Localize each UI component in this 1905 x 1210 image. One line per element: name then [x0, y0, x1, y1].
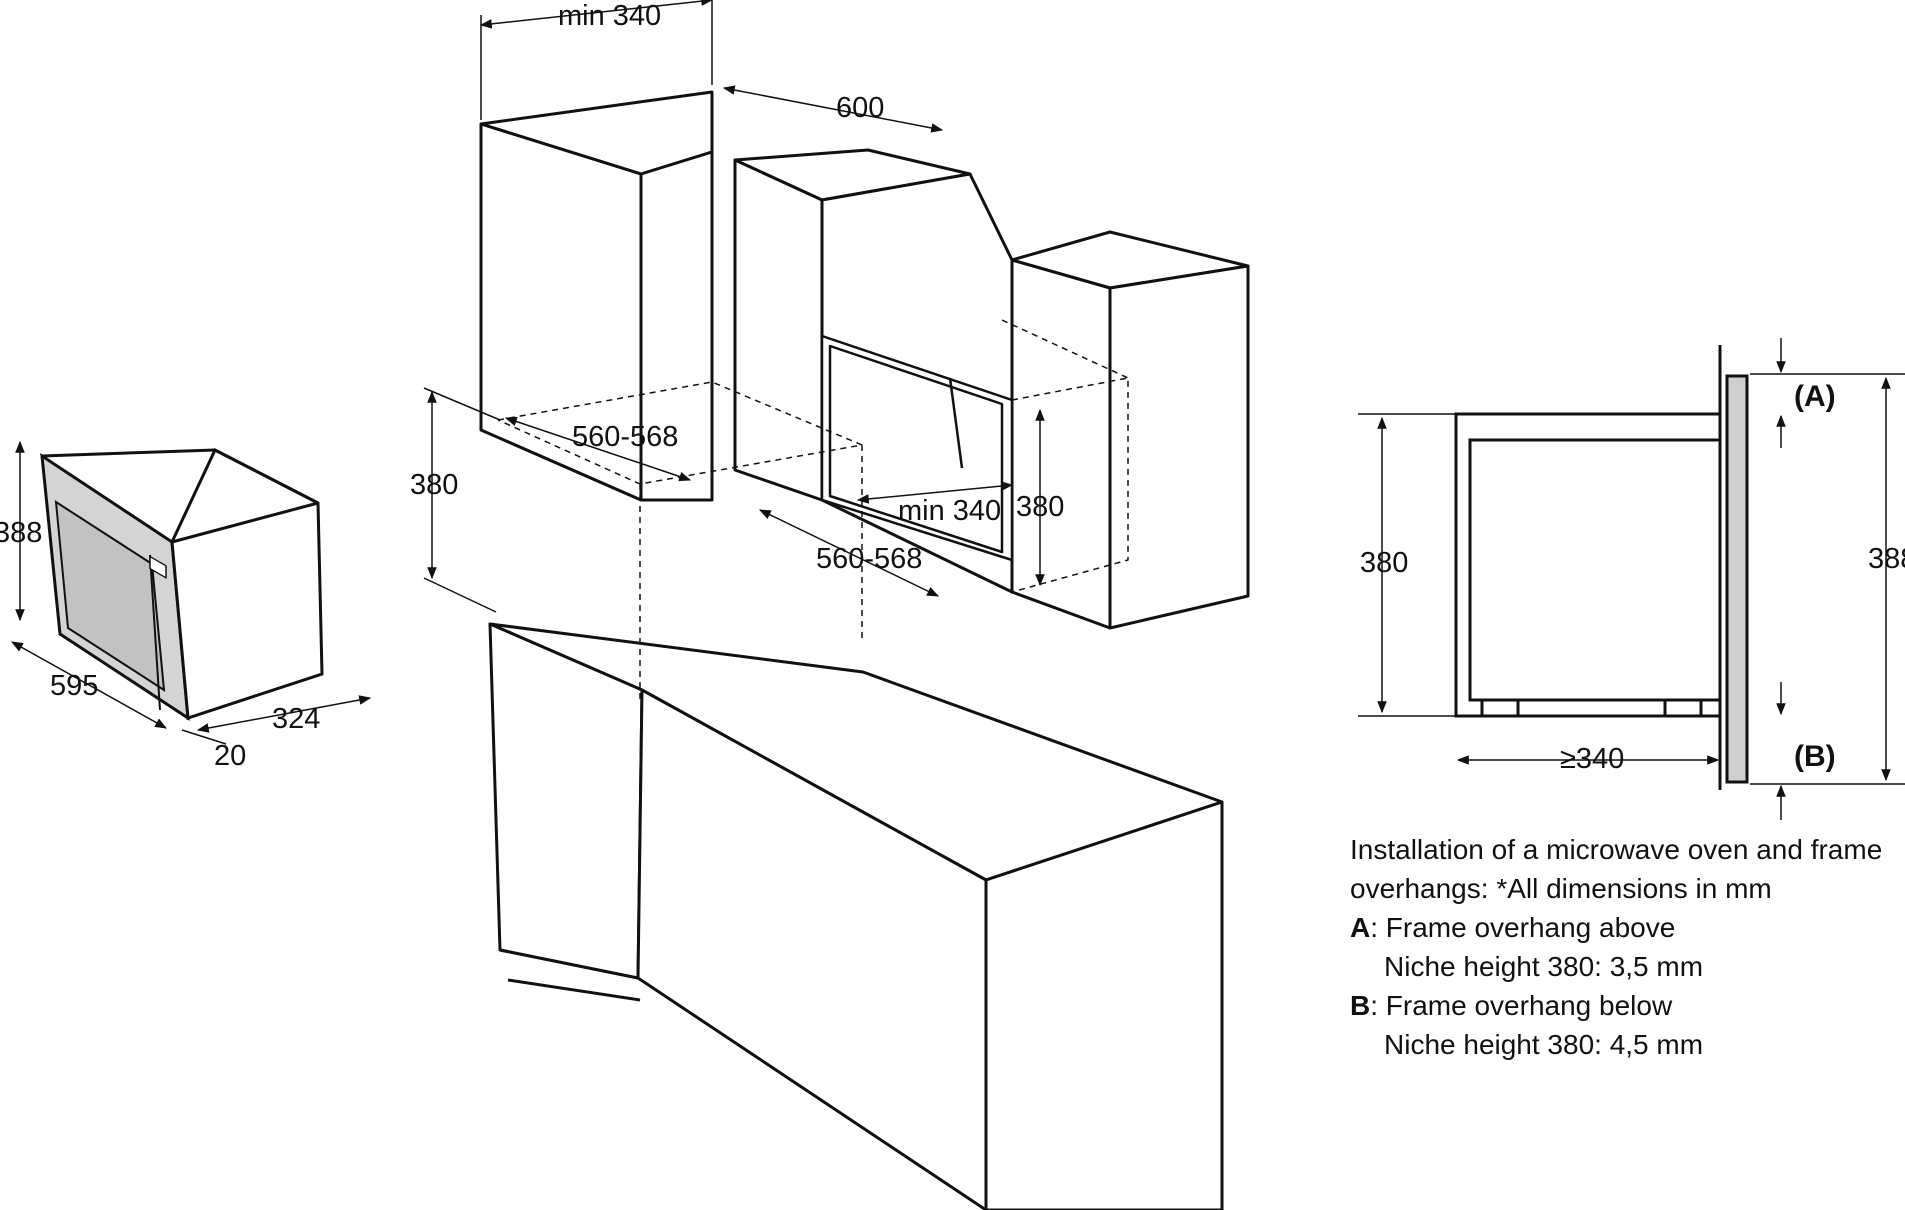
niche-height-label: 380 — [1016, 491, 1064, 523]
base-cabinet — [488, 622, 1224, 1210]
kitchen-view — [423, 0, 1250, 1210]
left-niche-height-label: 380 — [410, 469, 458, 501]
product-height-label: 388 — [0, 517, 42, 549]
notes-b-key: B — [1350, 990, 1371, 1021]
notes-a-row: A: Frame overhang above — [1350, 908, 1900, 947]
wall-cabinet — [733, 148, 1250, 630]
kitchen-dimension-lines — [423, 0, 1045, 613]
notes-b-detail: Niche height 380: 4,5 mm — [1384, 1029, 1704, 1060]
tall-cabinet — [479, 90, 714, 502]
notes-line-2: overhangs: *All dimensions in mm — [1350, 873, 1772, 904]
niche-min-depth-label: min 340 — [898, 495, 1001, 527]
product-depth-label: 324 — [272, 703, 320, 735]
top-min-depth-label: min 340 — [558, 0, 661, 32]
hidden-edges — [497, 319, 1129, 700]
section-min-depth-label: ≥340 — [1560, 743, 1624, 775]
product-dimension-lines — [10, 440, 372, 745]
notes-a-key: A — [1350, 912, 1371, 943]
section-dimension-lines — [1358, 338, 1905, 820]
section-frame-height-label: 388 — [1868, 543, 1905, 575]
notes-line-1: Installation of a microwave oven and fra… — [1350, 834, 1883, 865]
notes-a-detail: Niche height 380: 3,5 mm — [1384, 951, 1704, 982]
notes-a-text: : Frame overhang above — [1370, 912, 1676, 943]
section-label-a: (A) — [1794, 380, 1836, 413]
section-label-b: (B) — [1794, 740, 1836, 773]
installation-notes: Installation of a microwave oven and fra… — [1350, 830, 1900, 1064]
product-view — [10, 440, 372, 745]
product-width-label: 595 — [50, 670, 98, 702]
left-niche-width-label: 560-568 — [572, 421, 678, 453]
niche-opening — [820, 334, 1014, 562]
top-cabinet-depth-label: 600 — [836, 92, 884, 124]
section-view — [1358, 338, 1905, 820]
product-frame-label: 20 — [214, 740, 246, 772]
niche-width-label: 560-568 — [816, 543, 922, 575]
notes-b-text: : Frame overhang below — [1370, 990, 1673, 1021]
niche-frame — [1454, 345, 1749, 790]
section-niche-height-label: 380 — [1360, 547, 1408, 579]
notes-b-row: B: Frame overhang below — [1350, 986, 1900, 1025]
